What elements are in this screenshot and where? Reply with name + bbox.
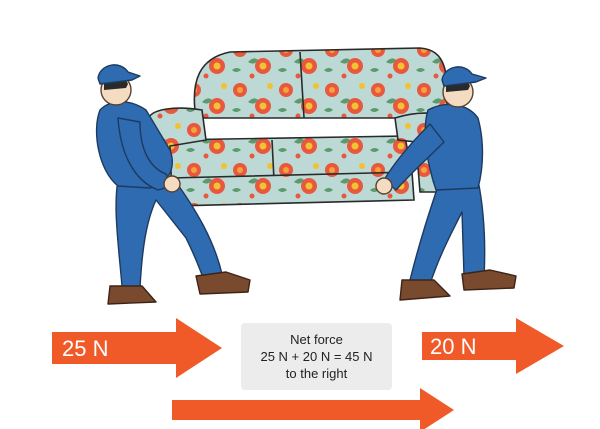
left-mover-legs <box>115 169 223 289</box>
force-label-right: 20 N <box>430 334 477 359</box>
right-mover-boot-front <box>461 269 517 291</box>
net-force-title: Net force <box>290 332 343 347</box>
left-mover-hand <box>163 175 181 193</box>
net-force-box: Net force 25 N + 20 N = 45 N to the righ… <box>241 323 392 390</box>
right-mover-arm <box>383 123 445 191</box>
floral-sofa <box>145 47 453 207</box>
left-mover-boot-front <box>195 271 251 295</box>
force-arrow-right <box>422 318 564 374</box>
net-force-direction: to the right <box>285 366 348 381</box>
mover-pulling-figure <box>375 66 517 301</box>
net-force-arrow <box>172 388 454 429</box>
right-mover-legs <box>409 179 486 285</box>
left-mover-cap <box>97 64 141 85</box>
force-arrow-left <box>52 318 222 378</box>
force-label-left: 25 N <box>62 336 109 361</box>
sofa-back <box>193 47 449 119</box>
right-mover-hand <box>375 177 393 195</box>
right-mover-boot-back <box>399 279 451 301</box>
mover-pushing-figure <box>95 64 251 305</box>
net-force-equation: 25 N + 20 N = 45 N <box>260 349 373 364</box>
left-mover-boot-back <box>107 285 157 305</box>
right-mover-cap <box>441 66 487 87</box>
